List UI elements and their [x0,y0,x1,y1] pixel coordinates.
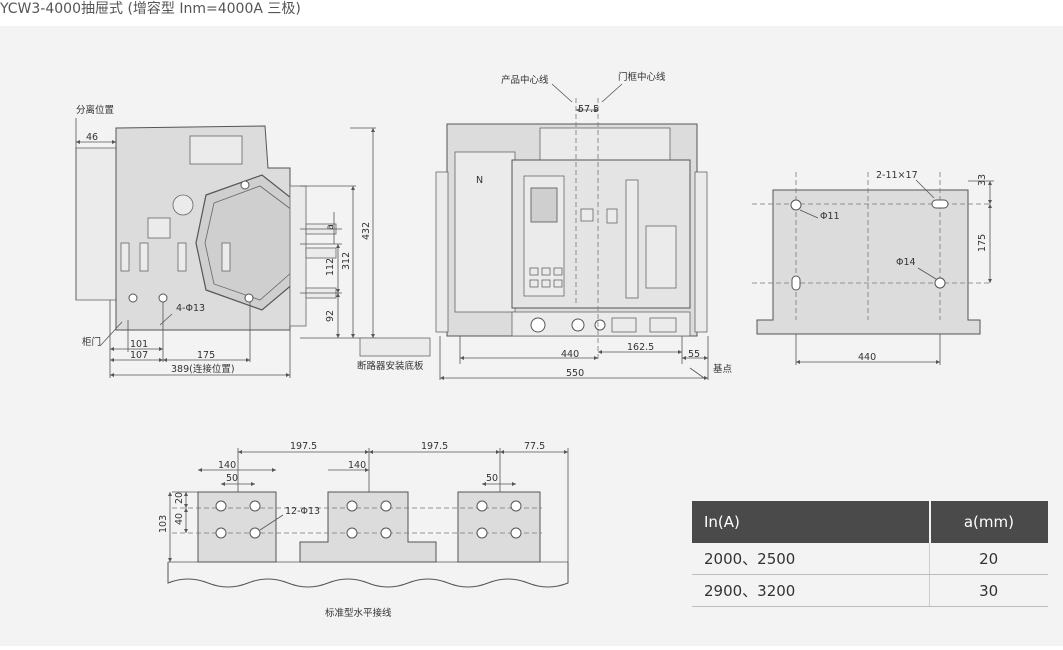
dim-107: 107 [130,350,148,361]
wave-base [167,562,569,588]
dim-103: 103 [158,515,169,533]
dim-20: 20 [174,492,185,504]
side-holes-label: 4-Φ13 [176,303,205,314]
mounting-base [756,189,981,335]
hole-phi11 [790,199,802,211]
dim-440-front: 440 [561,349,579,360]
crank-socket [172,194,194,216]
pitch-77-5: 77.5 [524,441,545,452]
width-140-a: 140 [218,460,236,471]
dim-92: 92 [325,310,336,322]
table-header-row: In(A) a(mm) [692,501,1048,543]
busbar-1 [197,491,277,563]
mounting-view: 2-11×17 Φ11 Φ14 33 175 440 [752,170,994,365]
pitch-197-5-a: 197.5 [290,441,317,452]
phi14-label: Φ14 [896,257,916,268]
separation-position-label: 分离位置 [76,104,114,116]
col-header-in: In(A) [692,501,930,543]
dim-175-mount: 175 [977,234,988,252]
side-view: 分离位置 46 柜门 4-Φ13 101 107 175 389(连接位置) a… [75,104,376,378]
rotary-plate [195,174,301,311]
dim-a: a [325,224,336,230]
lcd-screen [530,187,558,223]
table-cell: 2000、2500 [692,543,930,575]
dim-55: 55 [688,349,700,360]
nameplate [645,225,677,289]
cabinet-door-label: 柜门 [82,336,101,348]
rear-terminal [289,185,307,327]
spec-table: In(A) a(mm) 2000、2500 20 2900、3200 30 [692,501,1048,607]
busbar-view: 197.5 197.5 77.5 140 140 50 50 12-Φ13 20… [158,441,569,619]
connected-position-label: 389(连接位置) [171,363,235,375]
dim-40: 40 [174,513,185,525]
datum-label: 基点 [713,363,733,375]
door-panel [75,147,117,301]
dim-175-side: 175 [197,350,215,361]
table-cell: 2900、3200 [692,574,930,607]
table-row: 2900、3200 30 [692,574,1048,607]
charge-handle [625,179,639,299]
front-view: 产品中心线 门框中心线 57.5 N 断路器安装底板 440 162.5 55 … [357,71,733,380]
dim-101: 101 [130,339,148,350]
hole-phi14 [934,277,946,289]
mount-plate-label: 断路器安装底板 [357,360,424,372]
mount-plate [359,337,431,357]
busbar-2 [299,491,437,563]
dim-162-5: 162.5 [627,342,654,353]
n-pole-mark: N [476,175,483,186]
hole-pitch-50-a: 50 [226,473,238,484]
dim-550: 550 [566,368,584,379]
top-contacts [539,127,671,161]
col-header-a: a(mm) [928,501,1048,543]
door-center-label: 门框中心线 [618,71,666,83]
dim-33: 33 [977,174,988,186]
phi11-label: Φ11 [820,211,840,222]
drawing-canvas: 分离位置 46 柜门 4-Φ13 101 107 175 389(连接位置) a… [0,26,1063,646]
pitch-197-5-b: 197.5 [421,441,448,452]
dim-312: 312 [341,252,352,270]
technical-drawing: 分离位置 46 柜门 4-Φ13 101 107 175 389(连接位置) a… [75,71,994,619]
dim-112: 112 [325,258,336,276]
table-cell: 30 [929,574,1048,607]
side-handle-slot [189,135,243,165]
dim-432: 432 [361,222,372,240]
busbar-holes-label: 12-Φ13 [285,506,320,517]
table-row: 2000、2500 20 [692,543,1048,575]
busbar-caption: 标准型水平接线 [325,607,392,619]
slot-bottom [791,275,801,291]
table-cell: 20 [929,543,1048,575]
product-center-label: 产品中心线 [501,74,549,86]
front-left-panel [454,151,516,313]
dim-57-5: 57.5 [578,104,599,115]
width-140-b: 140 [348,460,366,471]
page-title: YCW3-4000抽屉式 (增容型 Inm=4000A 三极) [0,0,1063,26]
hole-pitch-50-b: 50 [486,473,498,484]
slot-top [931,199,949,209]
slots-label: 2-11×17 [876,170,918,181]
busbar-3 [457,491,541,563]
dim-46: 46 [86,132,98,143]
dim-440-mount: 440 [858,352,876,363]
